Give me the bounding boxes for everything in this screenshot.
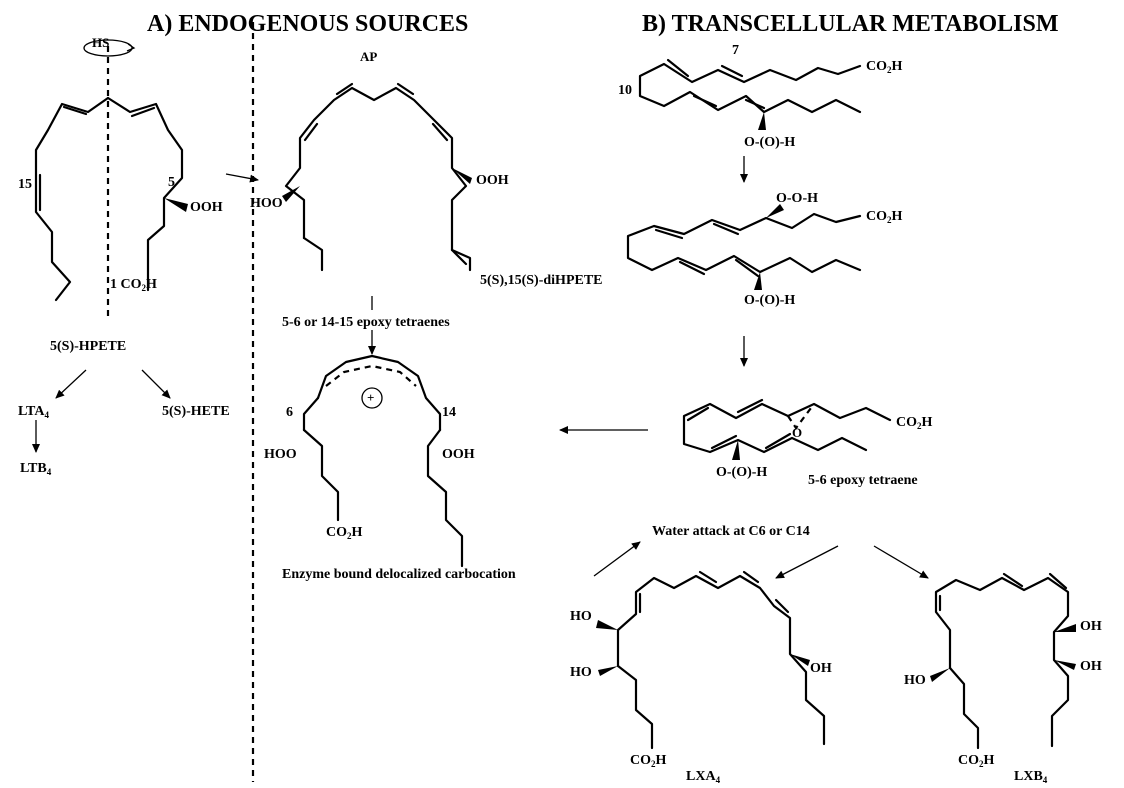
arrow-to-hete <box>141 369 171 399</box>
arrow-to-lta4 <box>55 369 87 399</box>
label-5s-hete: 5(S)-HETE <box>162 404 230 419</box>
label-oh-epoxy: O-(O)-H <box>716 465 768 480</box>
hoo-wedge <box>282 186 300 202</box>
label-lxa4-ho1: HO <box>570 609 592 624</box>
label-oh-top: O-(O)-H <box>744 135 796 150</box>
arrow-carbocation-to-water <box>593 541 641 577</box>
carbocation-structure <box>302 354 464 568</box>
label-ooh-mid: O-O-H <box>776 191 818 206</box>
ooh-wedge-mid <box>452 168 472 184</box>
carbocation-charge <box>361 387 383 409</box>
label-co2h-mid: CO2H <box>866 209 903 225</box>
label-ooh-carbocation: OOH <box>442 447 475 462</box>
label-water-attack: Water attack at C6 or C14 <box>652 524 810 539</box>
label-lxb4-ho: HO <box>904 673 926 688</box>
label-c15: 15 <box>18 177 32 192</box>
lxa4-structure <box>596 570 826 750</box>
label-ap: AP <box>360 49 378 64</box>
label-ooh: OOH <box>190 200 223 215</box>
dihpete-structure <box>282 82 472 272</box>
label-lxb4-co2h: CO2H <box>958 753 995 769</box>
label-5s-hpete: 5(S)-HPETE <box>50 339 127 354</box>
label-5-6-epoxy-tetraene: 5-6 epoxy tetraene <box>808 473 918 488</box>
label-co2h-top: CO2H <box>866 59 903 75</box>
label-lxb4-oh2: OH <box>1080 659 1102 674</box>
label-c6: 6 <box>286 405 293 420</box>
rotation-arrow <box>83 39 133 57</box>
label-carbocation-plus: + <box>367 390 375 405</box>
label-epoxy-tetraenes: 5-6 or 14-15 epoxy tetraenes <box>282 315 450 330</box>
label-lxa4-ho2: HO <box>570 665 592 680</box>
label-lta4: LTA4 <box>18 404 49 420</box>
epoxy-tetraene-structure <box>682 398 892 460</box>
mid-tetraene-structure <box>626 204 862 290</box>
label-hoo-dihpete: HOO <box>250 196 283 211</box>
label-lxa4: LXA4 <box>686 769 721 785</box>
header-endogenous-sources: A) ENDOGENOUS SOURCES <box>147 11 469 37</box>
arrow-to-lxb4 <box>873 545 929 579</box>
label-lxb4-oh1: OH <box>1080 619 1102 634</box>
label-co2h-hpete: 1 CO2H <box>110 277 157 293</box>
label-c5: 5 <box>168 175 175 190</box>
label-c10: 10 <box>618 83 632 98</box>
label-ltb4: LTB4 <box>20 461 52 477</box>
label-dihpete: 5(S),15(S)-diHPETE <box>480 273 603 288</box>
label-c7: 7 <box>732 43 739 58</box>
label-epoxide-o: O <box>792 425 803 440</box>
label-c14: 14 <box>442 405 456 420</box>
label-co2h-carbocation: CO2H <box>326 525 363 541</box>
label-co2h-epoxy: CO2H <box>896 415 933 431</box>
label-lxa4-oh: OH <box>810 661 832 676</box>
label-carbocation: Enzyme bound delocalized carbocation <box>282 567 516 582</box>
top-tetraene-structure <box>638 58 862 130</box>
ooh-wedge <box>164 198 188 212</box>
hpete-structure <box>34 39 188 320</box>
label-hoo-carbocation: HOO <box>264 447 297 462</box>
label-ooh-dihpete: OOH <box>476 173 509 188</box>
lxb4-structure <box>930 572 1076 750</box>
arrow-to-dihpete <box>225 173 259 183</box>
label-lxb4: LXB4 <box>1014 769 1048 785</box>
label-hs: HS <box>92 35 110 50</box>
label-lxa4-co2h: CO2H <box>630 753 667 769</box>
label-oh-mid: O-(O)-H <box>744 293 796 308</box>
header-transcellular-metabolism: B) TRANSCELLULAR METABOLISM <box>642 11 1059 37</box>
arrow-to-lxa4 <box>775 545 839 579</box>
